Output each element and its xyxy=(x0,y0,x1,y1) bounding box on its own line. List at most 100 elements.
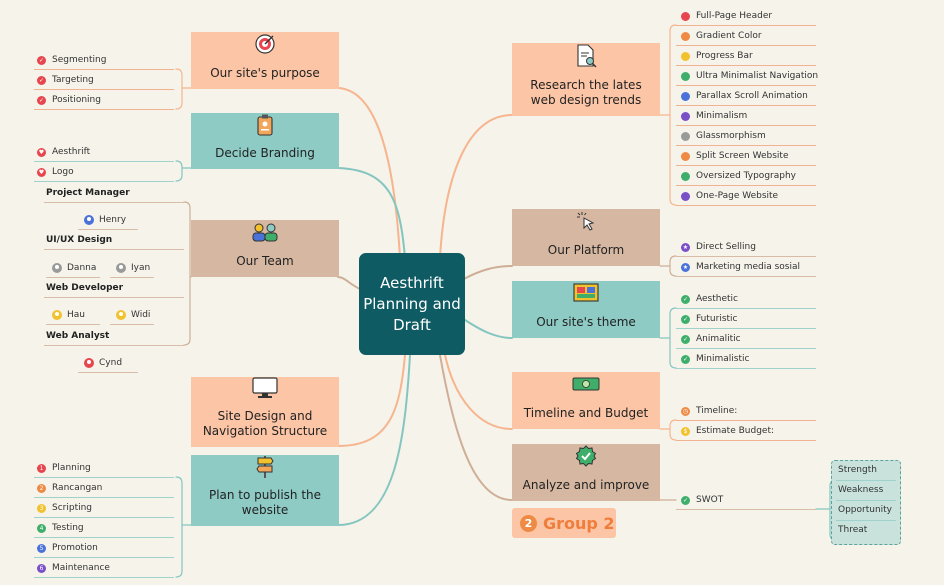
member-cynd[interactable]: Cynd xyxy=(84,358,122,368)
node-our-platform[interactable]: Our Platform xyxy=(512,209,660,266)
platform-item[interactable]: ★Direct Selling xyxy=(681,238,756,256)
divider xyxy=(676,105,816,106)
node-site-design[interactable]: Site Design and Navigation Structure xyxy=(191,377,339,447)
trend-item[interactable]: Glassmorphism xyxy=(681,127,766,145)
avatar-icon xyxy=(84,215,94,225)
theme-item[interactable]: ✓Futuristic xyxy=(681,310,738,328)
divider xyxy=(836,480,896,481)
node-label: Research the lates web design trends xyxy=(530,78,642,107)
purpose-item[interactable]: ✓Segmenting xyxy=(37,51,106,69)
member-iyan[interactable]: Iyan xyxy=(116,263,150,273)
swot-strength[interactable]: Strength xyxy=(838,465,877,475)
central-topic[interactable]: Aesthrift Planning and Draft xyxy=(362,256,462,352)
avatar-icon xyxy=(84,358,94,368)
divider xyxy=(46,324,100,325)
theme-item[interactable]: ✓Aesthetic xyxy=(681,290,738,308)
item-label: Segmenting xyxy=(52,55,107,65)
trend-item[interactable]: Oversized Typography xyxy=(681,167,796,185)
clock-icon: ◷ xyxy=(681,406,690,416)
divider xyxy=(34,497,174,498)
connector xyxy=(669,255,677,277)
node-site-theme[interactable]: Our site's theme xyxy=(512,281,660,338)
swot-opportunity[interactable]: Opportunity xyxy=(838,505,893,515)
connector xyxy=(439,114,513,259)
node-our-team[interactable]: Our Team xyxy=(191,220,339,277)
trend-item[interactable]: One-Page Website xyxy=(681,187,778,205)
member-henry[interactable]: Henry xyxy=(84,215,126,225)
bullet-icon xyxy=(681,71,690,81)
member-danna[interactable]: Danna xyxy=(52,263,96,273)
connector xyxy=(337,276,363,291)
node-research-trends[interactable]: Research the lates web design trends xyxy=(512,43,660,116)
connector xyxy=(669,307,677,369)
divider xyxy=(676,125,816,126)
node-publish-plan[interactable]: Plan to publish the website xyxy=(191,455,339,526)
item-label: Rancangan xyxy=(52,483,103,493)
item-label: Positioning xyxy=(52,95,101,105)
divider xyxy=(44,202,184,203)
node-analyze-improve[interactable]: Analyze and improve xyxy=(512,444,660,501)
trend-item[interactable]: Split Screen Website xyxy=(681,147,789,165)
divider xyxy=(110,324,154,325)
divider xyxy=(34,109,174,110)
check-icon: ✓ xyxy=(681,354,690,364)
member-widi[interactable]: Widi xyxy=(116,310,150,320)
check-badge-icon xyxy=(571,444,601,468)
item-label: Direct Selling xyxy=(696,242,756,252)
node-timeline-budget[interactable]: Timeline and Budget xyxy=(512,372,660,429)
theme-item[interactable]: ✓Animalitic xyxy=(681,330,741,348)
swot-weakness[interactable]: Weakness xyxy=(838,485,884,495)
connector xyxy=(669,419,677,441)
connector xyxy=(461,317,513,339)
timeline-item[interactable]: $Estimate Budget: xyxy=(681,422,774,440)
heart-icon: ♥ xyxy=(37,147,46,157)
group-label: Group 2 xyxy=(543,513,615,533)
node-label: Our Team xyxy=(236,254,294,268)
platform-item[interactable]: ★Marketing media sosial xyxy=(681,258,800,276)
item-label: Logo xyxy=(52,167,74,177)
publish-item[interactable]: 6 Maintenance xyxy=(37,559,110,577)
purpose-item[interactable]: ✓Targeting xyxy=(37,71,94,89)
member-hau[interactable]: Hau xyxy=(52,310,85,320)
heart-icon: ♥ xyxy=(37,167,46,177)
divider xyxy=(676,85,816,86)
divider xyxy=(676,328,816,329)
item-label: Targeting xyxy=(52,75,94,85)
branding-item[interactable]: ♥ Logo xyxy=(37,163,74,181)
item-label: Maintenance xyxy=(52,563,110,573)
number-icon: 3 xyxy=(37,503,46,513)
trend-item[interactable]: Parallax Scroll Animation xyxy=(681,87,808,105)
divider xyxy=(34,577,174,578)
analyze-item-swot[interactable]: ✓SWOT xyxy=(681,491,723,509)
trend-item[interactable]: Ultra Minimalist Navigation xyxy=(681,67,818,85)
node-decide-branding[interactable]: Decide Branding xyxy=(191,113,339,169)
node-site-purpose[interactable]: Our site's purpose xyxy=(191,32,339,89)
number-icon: 4 xyxy=(37,523,46,533)
purpose-item[interactable]: ✓Positioning xyxy=(37,91,101,109)
divider xyxy=(676,205,816,206)
theme-item[interactable]: ✓ Minimalistic xyxy=(681,350,749,368)
trend-item[interactable]: Minimalism xyxy=(681,107,747,125)
swot-threat[interactable]: Threat xyxy=(838,525,868,535)
divider xyxy=(34,181,174,182)
item-label: Minimalistic xyxy=(696,354,750,364)
trend-item[interactable]: Gradient Color xyxy=(681,27,762,45)
divider xyxy=(676,25,816,26)
member-name: Widi xyxy=(131,310,151,320)
number-icon: 6 xyxy=(37,563,46,573)
team-icon xyxy=(250,220,280,244)
trend-item[interactable]: Progress Bar xyxy=(681,47,753,65)
connector xyxy=(439,354,513,501)
connector xyxy=(175,160,183,182)
trend-item[interactable]: Full-Page Header xyxy=(681,7,772,25)
branding-item[interactable]: ♥Aesthrift xyxy=(37,143,90,161)
role-project-manager: Project Manager xyxy=(46,188,130,198)
monitor-icon xyxy=(250,377,280,399)
timeline-item[interactable]: ◷Timeline: xyxy=(681,402,737,420)
